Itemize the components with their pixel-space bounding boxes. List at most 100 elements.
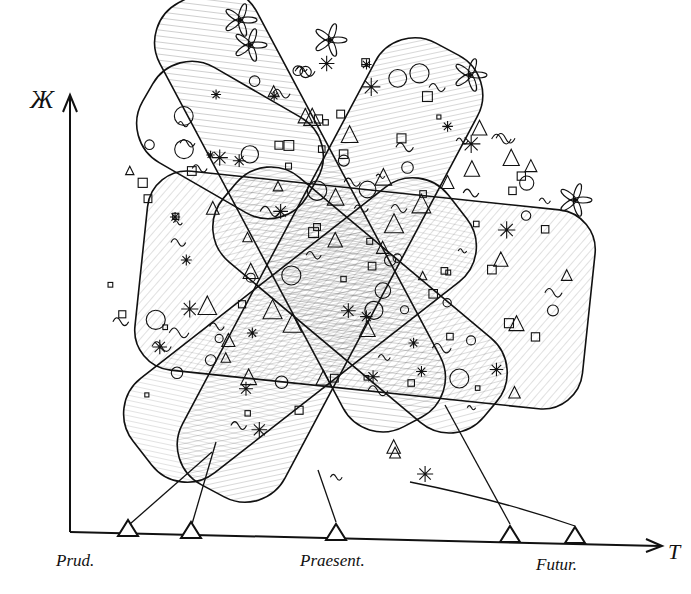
triangle-symbol [327, 189, 344, 206]
square-symbol [173, 213, 179, 219]
triangle-symbol [464, 161, 479, 176]
square-symbol [437, 115, 441, 119]
square-symbol [330, 374, 338, 382]
circle-symbol [307, 181, 326, 200]
square-symbol [339, 150, 348, 159]
petal-symbol [572, 183, 583, 202]
star-symbol [416, 366, 427, 377]
star-symbol [498, 221, 515, 238]
square-symbol [119, 311, 126, 318]
square-symbol [284, 141, 294, 151]
star-symbol [361, 59, 371, 69]
triangle-symbol [359, 321, 375, 337]
wave-symbol [432, 343, 451, 352]
triangle-symbol [384, 214, 403, 233]
wave-symbol [456, 138, 468, 144]
square-symbol [314, 224, 321, 231]
square-symbol [286, 163, 292, 169]
circle-symbol [215, 334, 223, 342]
wave-symbol [391, 204, 407, 212]
square-symbol [238, 301, 245, 308]
triangle-symbol [222, 333, 235, 346]
wave-symbol [178, 122, 188, 127]
square-symbol [275, 141, 283, 149]
square-symbol [423, 92, 433, 102]
wave-symbol [396, 143, 413, 152]
circle-symbol [547, 305, 558, 316]
triangle-symbol [503, 149, 519, 165]
square-symbol [138, 178, 147, 187]
triangle-symbol [316, 370, 331, 385]
square-symbol [295, 406, 303, 414]
circle-symbol [389, 69, 407, 87]
sketch-symbols [108, 3, 592, 482]
wave-symbol [376, 174, 385, 178]
wave-symbol [539, 198, 550, 204]
triangle-symbol [419, 272, 427, 280]
triangle-symbol [387, 440, 400, 453]
circle-symbol [175, 140, 194, 159]
wave-symbol [467, 406, 475, 410]
square-symbol [504, 319, 513, 328]
star-symbol [490, 363, 503, 376]
star-symbol [362, 78, 380, 96]
circle-symbol [246, 273, 255, 282]
wave-symbol [463, 189, 479, 197]
square-symbol [541, 226, 548, 233]
square-symbol [362, 59, 370, 67]
circle-symbol [401, 306, 409, 314]
square-symbol [309, 228, 319, 238]
square-symbol [314, 115, 322, 123]
circle-symbol [393, 254, 401, 262]
triangle-symbol [328, 233, 343, 248]
wave-symbol [173, 220, 182, 224]
triangle-symbol [561, 270, 572, 281]
star-symbol [417, 466, 433, 482]
square-symbol [509, 187, 516, 194]
triangle-symbol [341, 126, 358, 143]
petal-symbol [237, 3, 248, 22]
triangle-symbol [298, 108, 312, 122]
square-symbol [475, 386, 480, 391]
square-symbol [341, 276, 346, 281]
square-symbol [144, 195, 152, 203]
triangle-symbol [243, 263, 258, 278]
wave-symbol [306, 252, 321, 260]
star-symbol [247, 328, 258, 339]
triangle-symbol [268, 86, 279, 97]
triangle-symbol [273, 181, 283, 191]
axis-label: T [668, 540, 680, 564]
triangle-symbol [206, 201, 219, 214]
wave-symbol [429, 83, 445, 91]
triangle-symbol [375, 169, 391, 185]
square-symbol [187, 167, 196, 176]
wave-symbol [492, 134, 511, 144]
tick-label: Praesent. [300, 552, 365, 571]
wave-symbol [295, 66, 315, 76]
square-symbol [397, 134, 406, 143]
circle-symbol [450, 369, 469, 388]
triangle-symbol [126, 166, 134, 174]
triangle-symbol [377, 241, 389, 253]
petal-symbol [247, 28, 258, 47]
tick-label: Futur. [536, 556, 577, 575]
square-symbol [429, 290, 438, 299]
square-symbol [337, 110, 345, 118]
square-symbol [323, 120, 328, 125]
square-symbol [517, 172, 525, 180]
circle-symbol [521, 211, 530, 220]
star-symbol [211, 90, 221, 100]
square-symbol [408, 380, 415, 387]
wave-symbol [368, 386, 388, 396]
wave-symbol [169, 328, 189, 338]
wave-symbol [231, 422, 247, 430]
wave-symbol [260, 206, 280, 216]
triangle-symbol [221, 353, 231, 363]
tick-label: Prud. [56, 552, 94, 571]
circle-symbol [410, 64, 429, 83]
wave-symbol [545, 289, 562, 298]
triangle-symbol [198, 296, 217, 315]
star-symbol [206, 151, 214, 159]
star-symbol [408, 338, 418, 348]
